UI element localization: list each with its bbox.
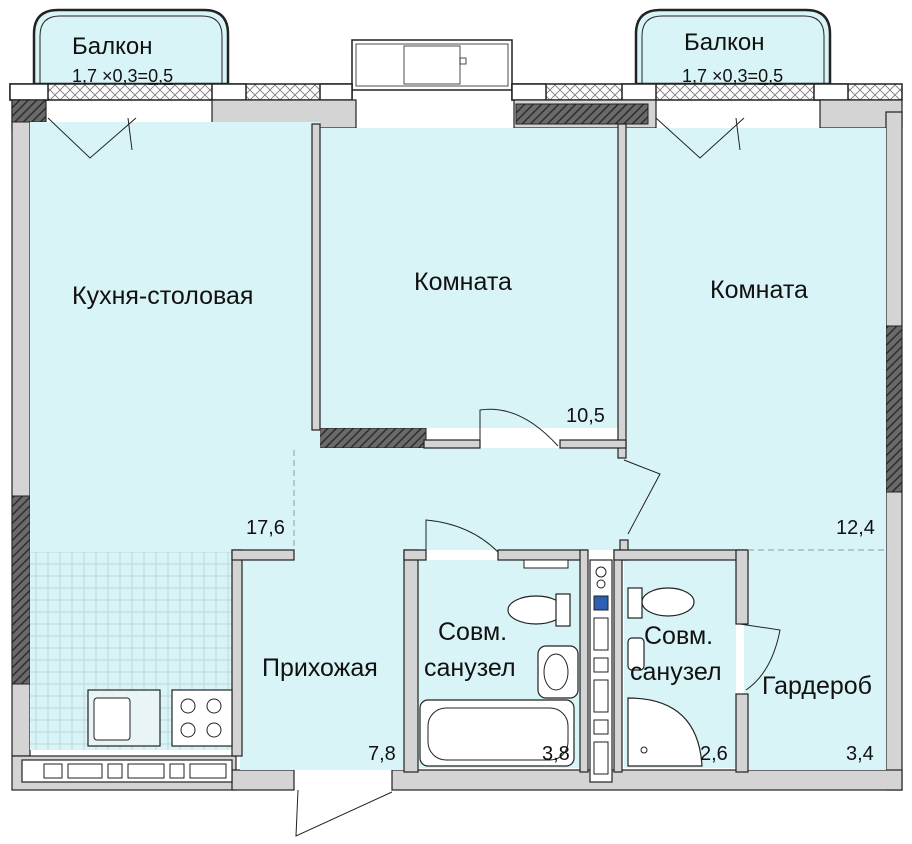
room1-area: 10,5 [566, 405, 605, 427]
sink-icon [537, 645, 579, 699]
hall-label: Прихожая [262, 654, 378, 682]
room-2 [624, 128, 886, 550]
towel-rail [523, 559, 569, 569]
kitchen-label: Кухня-столовая [72, 282, 253, 310]
interior-walls [231, 123, 749, 773]
balcony-labels: Балкон 1,7 ×0,3=0,5 Балкон 1,7 ×0,3=0,5 [72, 29, 783, 86]
bathtub-icon [419, 699, 575, 767]
balcony-left-label: Балкон [72, 33, 152, 60]
utility-shaft [589, 559, 613, 783]
bath1-label-line2: санузел [424, 654, 516, 682]
parapet-strips [9, 83, 903, 101]
room-wardrobe [744, 550, 886, 770]
wardrobe-area: 3,4 [846, 743, 874, 765]
kitchen-area: 17,6 [246, 517, 285, 539]
shower-icon [627, 697, 703, 767]
doors [47, 117, 781, 837]
window-unit [351, 39, 513, 91]
room1-label: Комната [414, 268, 512, 296]
balcony-left-dims: 1,7 ×0,3=0,5 [72, 66, 173, 86]
hall-area: 7,8 [368, 743, 396, 765]
zone-lines [293, 450, 886, 551]
balcony-right-label: Балкон [684, 29, 764, 56]
toilet-icon [507, 593, 571, 627]
room2-label: Комната [710, 276, 808, 304]
kitchen-counter [21, 759, 233, 783]
room-labels: Кухня-столовая 17,6 Комната 10,5 Комната… [72, 268, 875, 765]
stove-icon [171, 689, 233, 747]
room-1 [320, 128, 624, 428]
rooms [30, 122, 886, 770]
balcony-right [634, 8, 832, 86]
toilet-icon-2 [627, 587, 695, 619]
balcony-left [32, 8, 230, 86]
bath1-label-line1: Совм. [438, 618, 507, 646]
bath1-area: 3,8 [542, 743, 570, 765]
bath2-label-line1: Совм. [644, 622, 713, 650]
wardrobe-label: Гардероб [762, 672, 872, 700]
bath2-label-line2: санузел [630, 658, 722, 686]
sink-icon-2 [627, 637, 645, 671]
kitchen-sink-icon [87, 689, 161, 747]
room-hall [236, 448, 626, 550]
balcony-right-dims: 1,7 ×0,3=0,5 [682, 66, 783, 86]
bath2-area: 2,6 [700, 743, 728, 765]
room2-area: 12,4 [836, 517, 875, 539]
room-hall-lower [240, 550, 406, 770]
